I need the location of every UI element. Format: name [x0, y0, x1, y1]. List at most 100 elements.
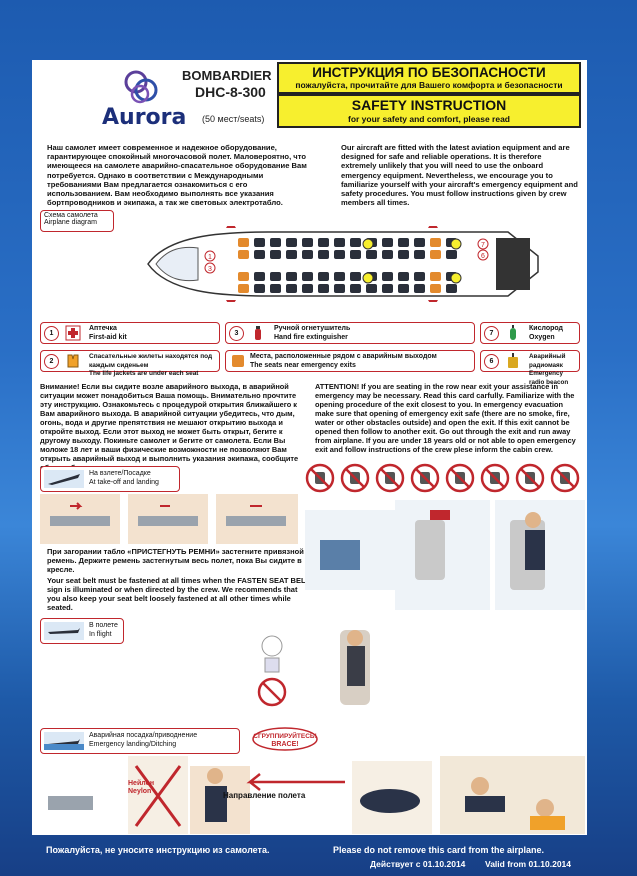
emergency-illustration [40, 756, 585, 834]
legend-exit-seats: Места, расположенные рядом с аварийным в… [225, 350, 475, 372]
seat [318, 238, 329, 247]
no-camera-icon [550, 463, 580, 493]
title-en: SAFETY INSTRUCTION [351, 97, 507, 113]
brace-en: BRACE! [271, 741, 299, 748]
seat-rows [238, 238, 462, 293]
no-headphones-icon [445, 463, 475, 493]
seat [446, 284, 457, 293]
no-laptop-icon [340, 463, 370, 493]
seatbelt-illustration [40, 494, 298, 544]
svg-text:1: 1 [208, 254, 212, 261]
seat [414, 272, 425, 281]
exit-row-seat [430, 284, 441, 293]
first-aid-marker [204, 250, 216, 262]
footer-date-ru: Действует с 01.10.2014 [370, 859, 466, 869]
seat [270, 284, 281, 293]
no-player-icon [480, 463, 510, 493]
seat-position-illustration [305, 500, 585, 610]
footer-ru: Пожалуйста, не уносите инструкцию из сам… [46, 845, 270, 855]
oxygen-marker [477, 238, 489, 250]
exit-seat-icon [232, 355, 244, 367]
exit-row-seat [430, 250, 441, 259]
seat [350, 272, 361, 281]
diagram-label-ru: Схема самолета [44, 212, 98, 219]
takeoff-plane-icon [44, 470, 84, 488]
extinguisher-marker [204, 262, 216, 274]
intro-ru: Наш самолет имеет современное и надежное… [47, 143, 307, 208]
seat [254, 272, 265, 281]
seat [350, 250, 361, 259]
exit-arrow-icon [428, 300, 438, 302]
footer-en: Please do not remove this card from the … [333, 845, 545, 855]
seat [334, 238, 345, 247]
legend-number: 6 [484, 354, 499, 369]
exit-row-seat [430, 272, 441, 281]
lavatory [496, 238, 530, 290]
safety-card [32, 60, 587, 835]
seat [302, 284, 313, 293]
seat [414, 250, 425, 259]
legend-life-jackets: 2 Спасательные жилеты находятся под кажд… [40, 350, 220, 377]
seat [302, 272, 313, 281]
seat [382, 284, 393, 293]
seat [286, 250, 297, 259]
exit-arrow-icon [226, 300, 236, 302]
exit-row-seat [238, 284, 249, 293]
legend-text: Спасательные жилеты находятся под каждым… [89, 353, 213, 377]
seat [286, 284, 297, 293]
attention-en: ATTENTION! If you are seating in the row… [315, 382, 576, 454]
seat [398, 238, 409, 247]
life-jacket-marker [362, 272, 374, 284]
seat [334, 284, 345, 293]
seat [286, 272, 297, 281]
seat-count: (50 мест/seats) [202, 114, 265, 124]
seat [414, 284, 425, 293]
brace-badge: СГРУППИРУЙТЕСЬ! BRACE! [252, 727, 318, 751]
legend-number: 7 [484, 326, 499, 341]
seat [350, 284, 361, 293]
seat [334, 272, 345, 281]
airplane-diagram: 7 6 1 3 [147, 226, 539, 302]
oxygen-icon [510, 325, 516, 340]
flight-direction-label: Направление полета [223, 791, 306, 800]
no-smoking-icon [410, 463, 440, 493]
brace-ru: СГРУППИРУЙТЕСЬ! [253, 733, 317, 740]
radio-beacon-icon [508, 353, 518, 368]
seat [302, 250, 313, 259]
seat [270, 272, 281, 281]
seatbelt-text: При загорании табло «ПРИСТЕГНУТЬ РЕМНИ» … [47, 547, 310, 612]
seat [414, 238, 425, 247]
seat [446, 250, 457, 259]
exit-arrow-icon [428, 226, 438, 228]
no-gps-icon [515, 463, 545, 493]
seat [318, 272, 329, 281]
life-jacket-marker [362, 238, 374, 250]
title-en-box: SAFETY INSTRUCTION for your safety and c… [277, 94, 581, 128]
life-jacket-marker [450, 238, 462, 250]
life-jacket-icon [67, 354, 79, 368]
inflight-illustration [257, 630, 370, 707]
first-aid-icon [65, 325, 81, 341]
seat [366, 284, 377, 293]
seat [286, 238, 297, 247]
exit-row-seat [238, 238, 249, 247]
title-ru-box: ИНСТРУКЦИЯ ПО БЕЗОПАСНОСТИ пожалуйста, п… [277, 62, 581, 94]
seat [318, 284, 329, 293]
seat [254, 284, 265, 293]
seat [382, 250, 393, 259]
brace-badge-shape [252, 727, 318, 751]
logo-text: Aurora [102, 105, 187, 130]
aurora-logo-icon [124, 70, 158, 104]
life-jacket-marker [450, 272, 462, 284]
seat [382, 272, 393, 281]
no-phone-icon [305, 463, 335, 493]
flight-direction-arrow [246, 773, 345, 791]
